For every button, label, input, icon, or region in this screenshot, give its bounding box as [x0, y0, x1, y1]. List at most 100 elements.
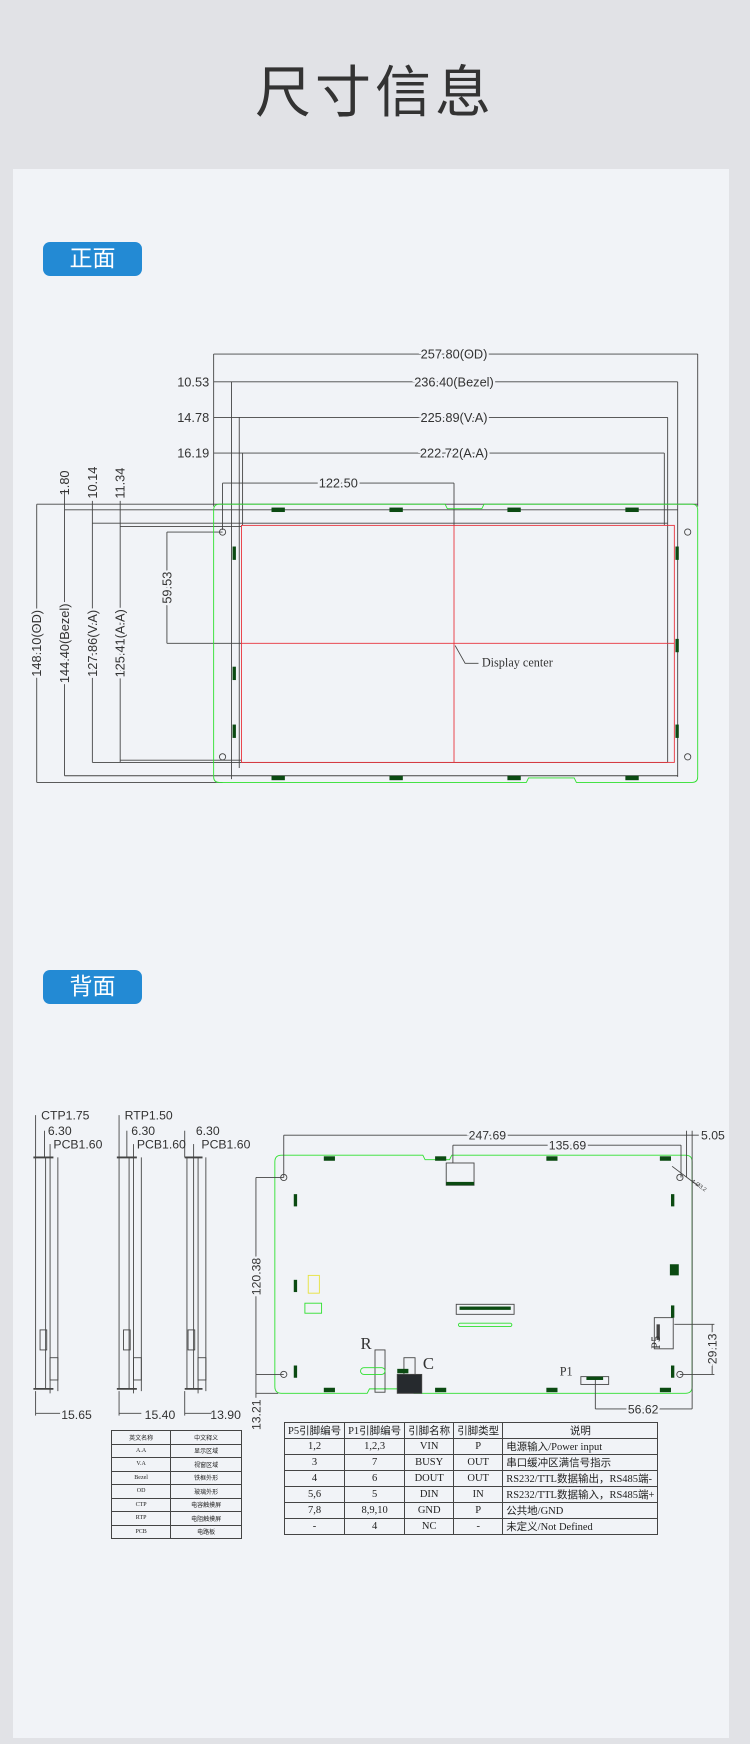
- table-cell: OUT: [453, 1470, 504, 1487]
- center-connector: [455, 1303, 515, 1315]
- center-y-label: 59.53: [159, 572, 174, 604]
- table-cell: 1,2: [283, 1438, 346, 1455]
- table-cell: DOUT: [404, 1470, 455, 1487]
- connector-x-label: 135.69: [549, 1139, 587, 1153]
- hole-span-x-label: 247.69: [469, 1129, 507, 1143]
- aa-width-label: 222.72(A.A): [420, 445, 488, 460]
- profile-total-label: 15.65: [61, 1408, 92, 1422]
- hole-spec-leader: [671, 1165, 700, 1187]
- back-pads: [293, 1156, 679, 1393]
- table-cell: 5: [344, 1486, 406, 1503]
- glossary-header: 英文名称: [110, 1430, 172, 1445]
- p5-offset-label: 29.13: [706, 1333, 720, 1364]
- va-height-label: 127.86(V.A): [85, 610, 100, 677]
- va-top-label: 10.14: [85, 467, 100, 499]
- p5-connector: [653, 1317, 674, 1350]
- profile-touch-label: CTP1.75: [41, 1109, 89, 1123]
- table-cell: Bezel: [110, 1470, 172, 1485]
- profile-gap-label: 6.30: [196, 1124, 220, 1138]
- table-cell: 显示区域: [170, 1443, 242, 1458]
- profile-gap-label: 6.30: [48, 1124, 72, 1138]
- r-connector: [374, 1349, 386, 1393]
- table-cell: P: [453, 1438, 504, 1455]
- table-cell: 电容触摸屏: [170, 1497, 242, 1512]
- mount-hole: [218, 753, 227, 761]
- table-cell: NC: [404, 1518, 455, 1535]
- table-cell: 公共地/GND: [502, 1502, 659, 1519]
- pin-header: P5引脚编号: [283, 1422, 346, 1439]
- page-title: 尺寸信息: [255, 61, 495, 126]
- table-cell: 5,6: [283, 1486, 346, 1503]
- mount-hole: [676, 1173, 684, 1182]
- p1-offset-label: 56.62: [628, 1402, 659, 1416]
- bezel-height-label: 144.40(Bezel): [57, 604, 72, 684]
- table-cell: P: [453, 1502, 504, 1519]
- table-cell: 铁框外形: [170, 1470, 242, 1485]
- front-drawing: [36, 353, 699, 783]
- mount-hole: [676, 1370, 684, 1378]
- back-view-badge: 背面: [43, 970, 142, 1004]
- table-cell: RS232/TTL数据输出，RS485端-: [502, 1470, 659, 1487]
- active-area: [241, 524, 675, 763]
- profile-total-label: 15.40: [145, 1408, 176, 1422]
- side-profiles: [33, 1115, 212, 1416]
- table-cell: OUT: [453, 1454, 504, 1471]
- profile-pcb-label: PCB1.60: [201, 1138, 250, 1152]
- display-center-leader: [454, 645, 479, 664]
- table-cell: RS232/TTL数据输入，RS485端+: [502, 1486, 659, 1503]
- profile-pcb-label: PCB1.60: [137, 1138, 186, 1152]
- table-cell: 8,9,10: [344, 1502, 406, 1519]
- table-cell: 4: [283, 1470, 346, 1487]
- table-cell: 1,2,3: [344, 1438, 406, 1455]
- hole-span-y-label: 120.38: [249, 1258, 263, 1296]
- table-cell: 7,8: [283, 1502, 346, 1519]
- table-cell: CTP: [110, 1497, 172, 1512]
- mount-hole: [218, 528, 227, 536]
- table-cell: 6: [344, 1470, 406, 1487]
- table-cell: 电阻触摸屏: [170, 1511, 242, 1526]
- front-tabs: [232, 507, 679, 781]
- table-cell: V.A: [110, 1457, 172, 1472]
- glossary-header: 中文释义: [170, 1430, 242, 1445]
- od-height-label: 148.10(OD): [29, 610, 44, 677]
- table-cell: RTP: [110, 1511, 172, 1526]
- table-cell: 视窗区域: [170, 1457, 242, 1472]
- pin-header: 引脚类型: [453, 1422, 504, 1439]
- va-offset-label: 14.78: [177, 410, 209, 425]
- pin-header: P1引脚编号: [344, 1422, 406, 1439]
- back-drawing: [255, 1130, 715, 1410]
- pcb-outline: [274, 1154, 693, 1394]
- r-label: R: [361, 1334, 373, 1353]
- center-x-label: 122.50: [319, 476, 358, 491]
- aa-top-label: 11.34: [113, 468, 128, 499]
- table-cell: -: [283, 1518, 346, 1535]
- table-cell: IN: [453, 1486, 504, 1503]
- table-cell: DIN: [404, 1486, 455, 1503]
- va-width-label: 225.89(V.A): [420, 410, 487, 425]
- table-cell: 玻璃外形: [170, 1484, 242, 1499]
- c-connector: [396, 1373, 423, 1394]
- front-dim-labels: 257.80(OD) 236.40(Bezel) 225.89(V.A) 222…: [27, 344, 553, 685]
- bezel-top-label: 1.80: [57, 470, 72, 495]
- bottom-margin-label: 13.21: [249, 1399, 263, 1430]
- mount-hole: [684, 753, 692, 761]
- p5-label: P5: [649, 1336, 663, 1349]
- table-cell: -: [453, 1518, 504, 1535]
- table-cell: 串口缓冲区满信号指示: [502, 1454, 659, 1471]
- table-cell: VIN: [404, 1438, 455, 1455]
- right-margin-label: 5.05: [701, 1129, 725, 1143]
- table-cell: BUSY: [404, 1454, 455, 1471]
- pin-header: 引脚名称: [404, 1422, 455, 1439]
- table-cell: A.A: [110, 1443, 172, 1458]
- profile-pcb-label: PCB1.60: [53, 1138, 102, 1152]
